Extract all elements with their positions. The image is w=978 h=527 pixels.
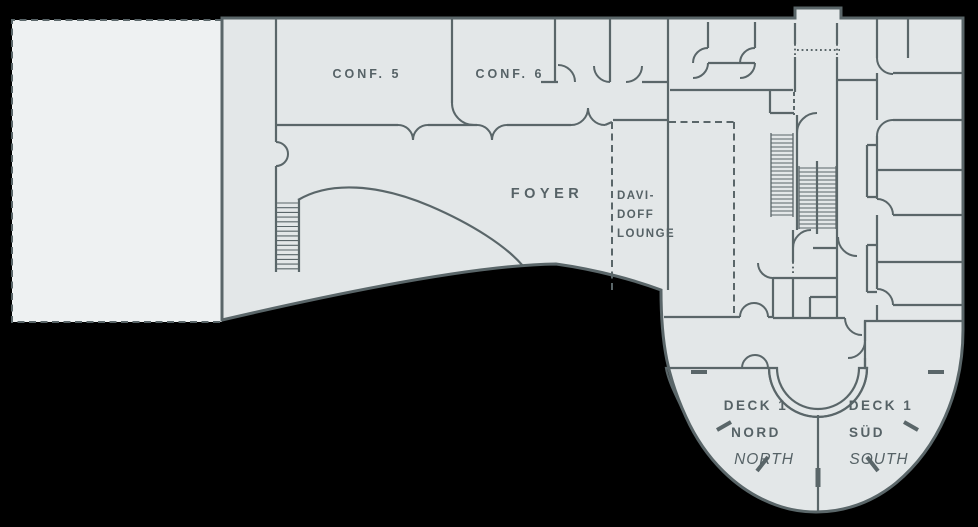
davidoff-line-2: DOFF xyxy=(617,209,654,221)
left-hall-floor xyxy=(12,20,222,322)
deck-1-sued-label: DECK 1 SÜD SOUTH xyxy=(849,398,914,468)
deck-sued-sub: SÜD xyxy=(849,425,885,440)
deck-direction-ticks xyxy=(691,370,944,473)
foyer-curved-wall xyxy=(297,186,524,267)
interior-walls xyxy=(274,18,963,368)
foyer-staircase xyxy=(277,202,298,270)
conf5-label: CONF. 5 xyxy=(333,67,402,81)
stair-treads xyxy=(277,202,298,270)
deck-sued-title: DECK 1 xyxy=(849,398,914,413)
davidoff-lounge-label: DAVI- DOFF LOUNGE xyxy=(617,190,675,240)
foyer-label: FOYER xyxy=(511,186,583,202)
central-staircase-west xyxy=(771,134,793,216)
central-staircase-east xyxy=(799,167,836,229)
deck-sued-en: SOUTH xyxy=(849,451,908,468)
deck-1-nord-label: DECK 1 NORD NORTH xyxy=(724,398,794,468)
davidoff-line-1: DAVI- xyxy=(617,190,655,202)
stair-treads xyxy=(771,134,793,216)
left-hall-dashed-border xyxy=(11,19,222,323)
deck-nord-sub: NORD xyxy=(731,425,781,440)
deck-nord-en: NORTH xyxy=(734,451,794,468)
door-arcs xyxy=(275,47,894,369)
conf6-label: CONF. 6 xyxy=(476,67,545,81)
stair-side-rails xyxy=(770,133,837,229)
lounge-dashed-boundaries xyxy=(611,121,735,316)
davidoff-line-3: LOUNGE xyxy=(617,228,675,240)
left-hall xyxy=(11,19,222,323)
stair-treads xyxy=(799,167,836,229)
deck-nord-title: DECK 1 xyxy=(724,398,789,413)
deck-notch-railing xyxy=(767,366,869,419)
